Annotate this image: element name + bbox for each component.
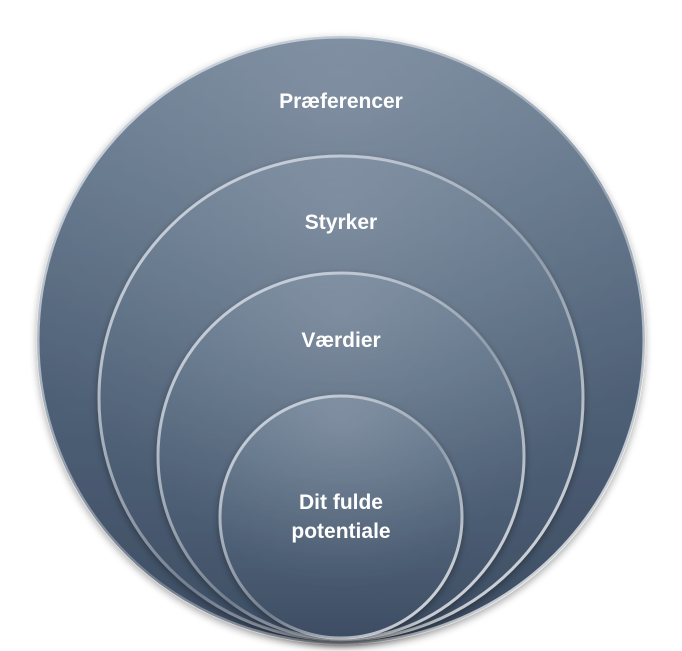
layer-label-vaerdier: Værdier [301, 329, 380, 352]
layer-label-potentiale-line-1: Dit fulde [299, 491, 383, 514]
layer-label-preferencer: Præferencer [279, 90, 403, 113]
layer-circle-inner [218, 394, 464, 640]
layer-label-styrker: Styrker [305, 211, 377, 234]
layer-label-potentiale-line-2: potentiale [291, 520, 390, 543]
